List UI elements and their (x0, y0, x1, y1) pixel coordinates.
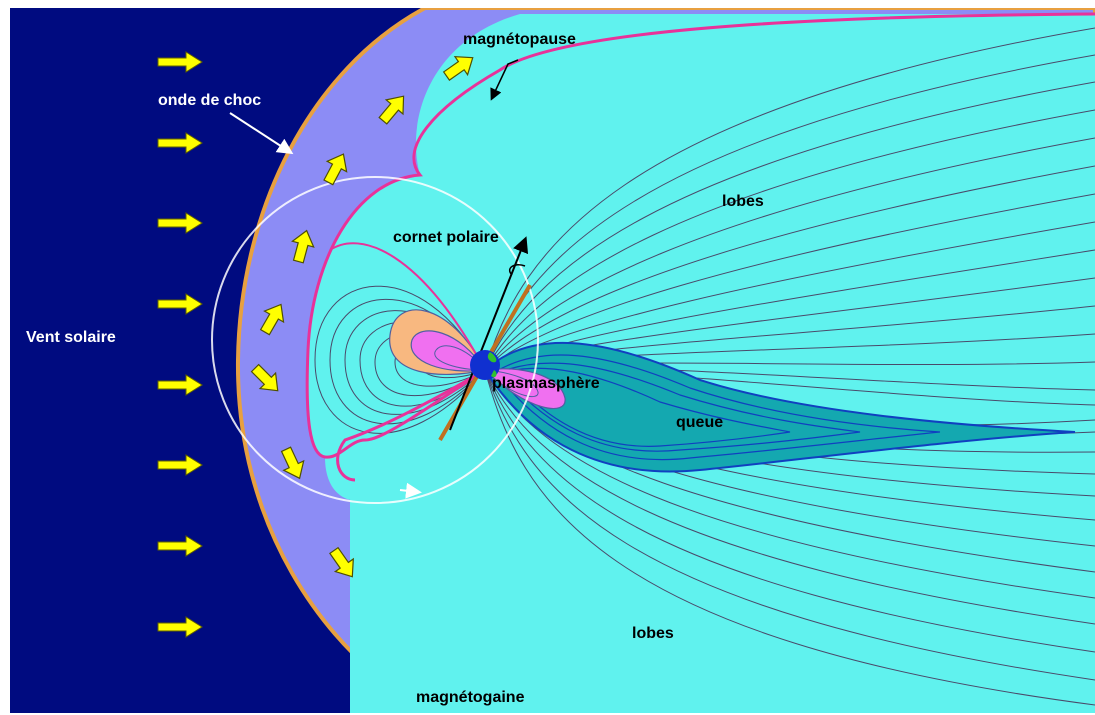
tail-label: queue (676, 414, 723, 431)
reference-circle (211, 176, 539, 504)
cusp-boundary-north (329, 242, 486, 371)
lobes-top-label: lobes (722, 193, 764, 210)
bow-shock-pointer (229, 112, 294, 155)
tail-contours (494, 354, 941, 461)
circle-arrow-icon (399, 482, 422, 499)
axis-arrow-icon (449, 236, 529, 431)
magnetosheath-label: magnétogaine (416, 689, 525, 706)
rotation-icon (508, 263, 526, 276)
magnetopause-boundary (305, 12, 1095, 459)
cusp-boundary-south (336, 368, 486, 482)
magnetopause-label: magnétopause (463, 31, 576, 48)
plasma-sheet-tail (483, 341, 1076, 473)
lobes-bottom-label: lobes (632, 625, 674, 642)
solar-wind-label: Vent solaire (26, 329, 116, 346)
plasmasphere-label: plasmasphère (492, 375, 600, 392)
polar-cusp-label: cornet polaire (393, 229, 499, 246)
magnetopause-pointer (490, 59, 519, 101)
bow-shock-label: onde de choc (158, 92, 261, 109)
